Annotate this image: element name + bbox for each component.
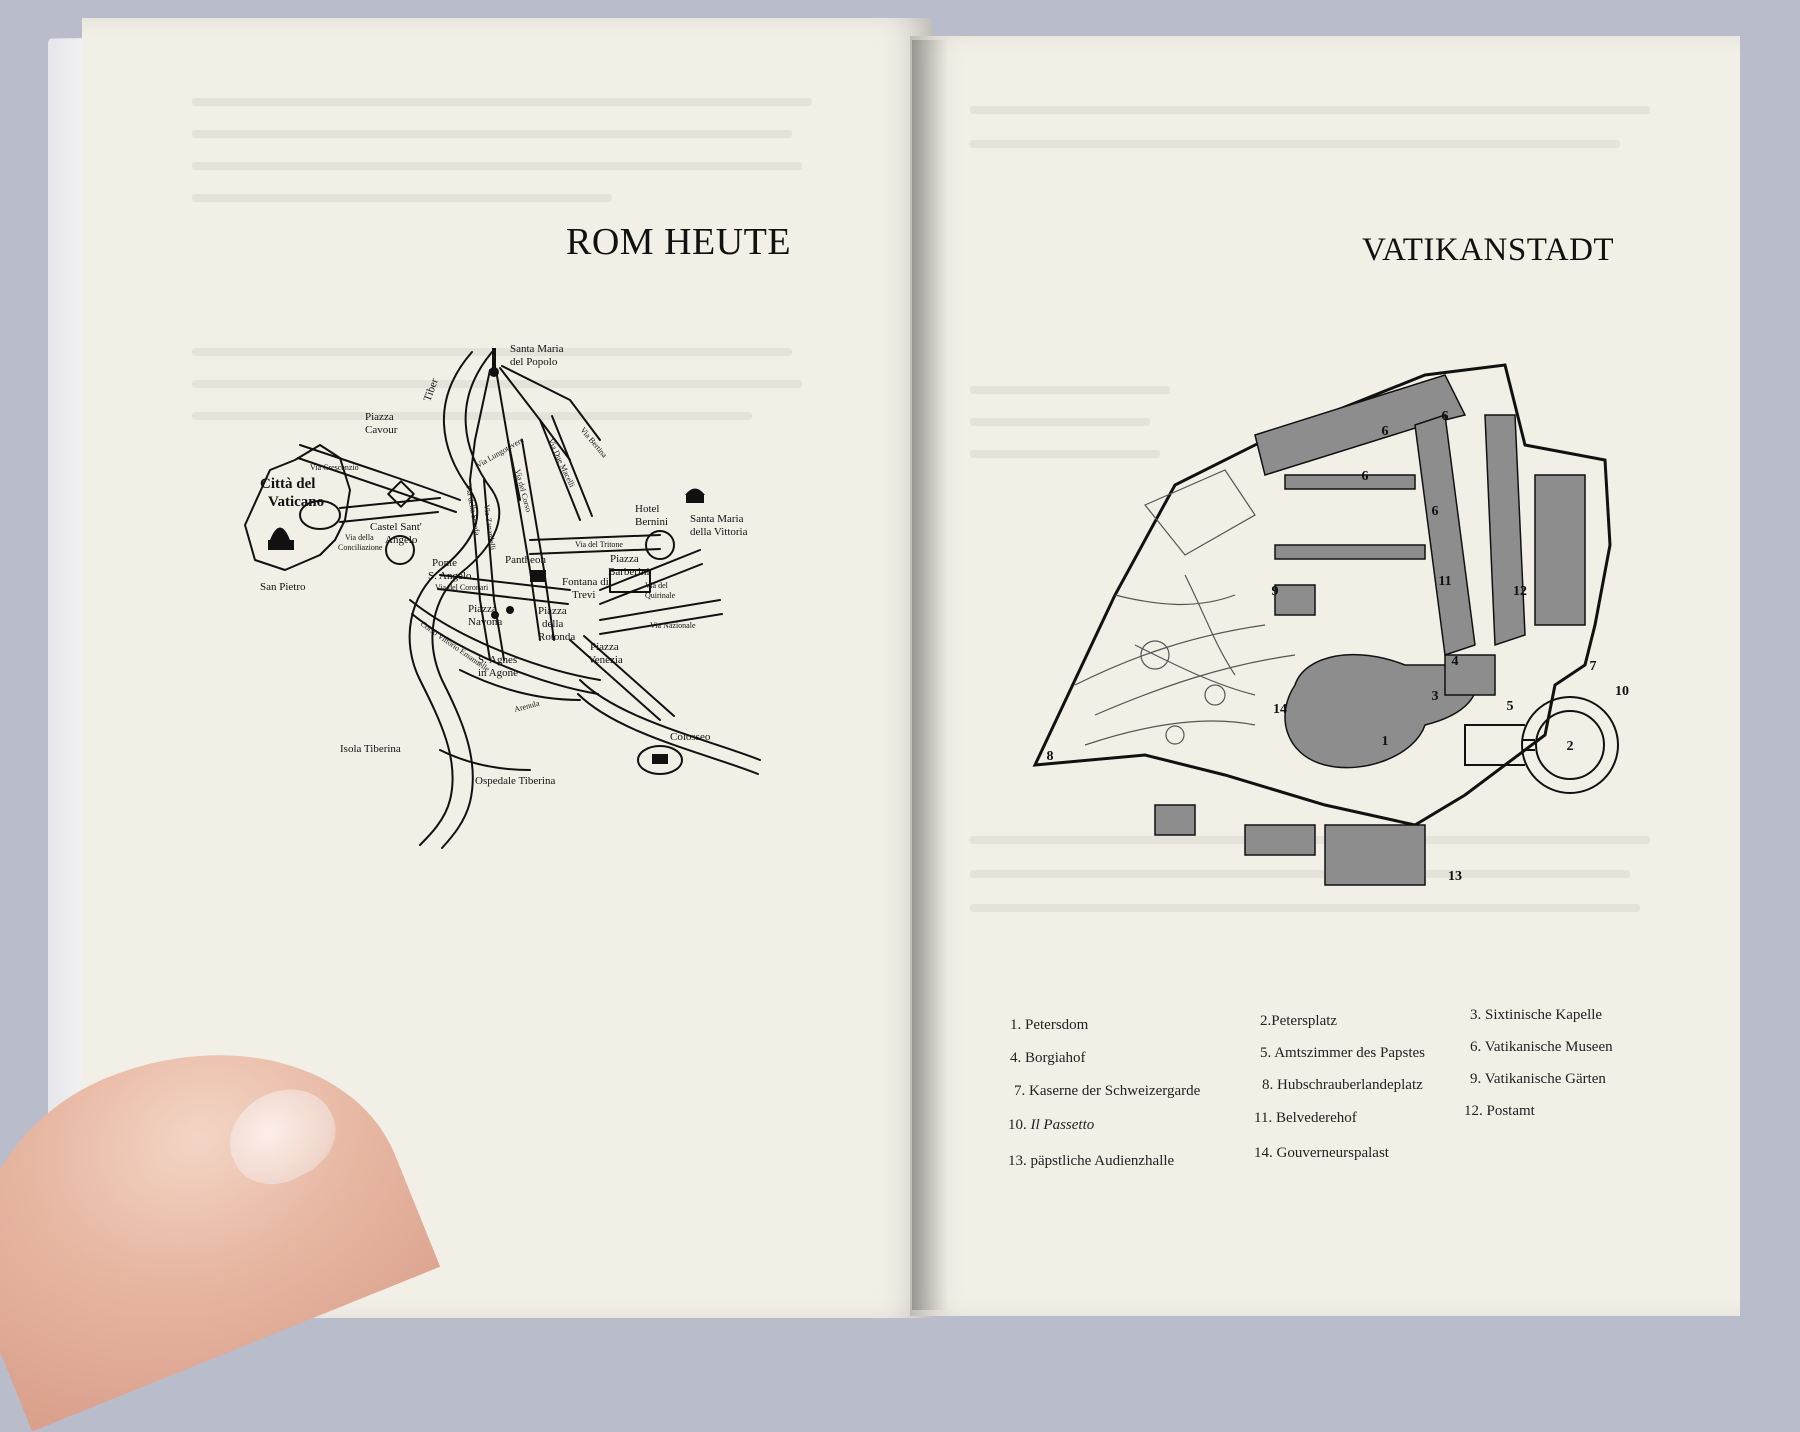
map-number-2: 2: [1567, 739, 1574, 754]
label-citta-vaticano-1: Città del: [260, 476, 315, 492]
label-via-conciliazione-1: Via della: [345, 533, 374, 542]
show-through-text: [192, 130, 792, 138]
show-through-text: [970, 418, 1150, 426]
label-piazza-navona-1: Piazza: [468, 603, 497, 615]
show-through-text: [192, 98, 812, 106]
map-number-6b: 6: [1442, 409, 1449, 424]
show-through-text: [192, 412, 752, 420]
label-ponte-angelo-2: S. Angelo: [428, 570, 472, 582]
label-via-due-macelli: Via Due Macelli: [546, 437, 577, 489]
book-gutter-shadow: [912, 40, 948, 1310]
map-number-14: 14: [1273, 702, 1287, 717]
label-via-zanardelli: Via Zanardelli: [482, 504, 497, 552]
show-through-text: [970, 450, 1160, 458]
legend-item: 2.Petersplatz: [1260, 1013, 1338, 1029]
show-through-text: [970, 904, 1640, 912]
label-via-tritone: Via del Tritone: [575, 540, 623, 549]
map-number-5: 5: [1507, 699, 1514, 714]
label-piazza-rotonda-2: della: [542, 618, 563, 630]
label-piazza-venezia-2: Venezia: [588, 654, 623, 666]
label-fontana-trevi-2: Trevi: [572, 589, 595, 601]
map-number-6a: 6: [1382, 424, 1389, 439]
label-pantheon: Pantheon: [505, 554, 546, 566]
label-via-nazionale: Via Nazionale: [650, 621, 696, 630]
map-number-13: 13: [1448, 869, 1462, 884]
show-through-text: [970, 870, 1630, 878]
show-through-text: [192, 380, 802, 388]
legend-item: 12. Postamt: [1464, 1103, 1535, 1119]
label-via-crescenzio: Via Crescenzio: [310, 463, 359, 472]
label-castel-angelo-2: Angelo: [385, 534, 418, 546]
map-number-8: 8: [1047, 749, 1054, 764]
map-title-vatikanstadt: VATIKANSTADT: [1362, 232, 1615, 268]
legend-item: 11. Belvederehof: [1254, 1110, 1357, 1126]
label-piazza-rotonda-3: Rotonda: [538, 631, 575, 643]
label-colosseo: Colosseo: [670, 731, 711, 743]
show-through-text: [192, 194, 612, 202]
map-number-6d: 6: [1432, 504, 1439, 519]
label-isola-tiberina: Isola Tiberina: [340, 743, 401, 755]
map-number-12: 12: [1513, 584, 1527, 599]
vatican-map-legend: 1. Petersdom 2.Petersplatz 3. Sixtinisch…: [1008, 1005, 1670, 1185]
label-via-coronari: Via del Coronari: [435, 583, 489, 592]
map-number-6c: 6: [1362, 469, 1369, 484]
legend-item: 3. Sixtinische Kapelle: [1470, 1007, 1603, 1023]
show-through-text: [192, 162, 802, 170]
label-citta-vaticano-2: Vaticano: [268, 494, 324, 510]
legend-item: 4. Borgiahof: [1010, 1050, 1086, 1066]
label-via-conciliazione-2: Conciliazione: [338, 543, 383, 552]
label-s-agnes-1: S. Agnes: [478, 654, 517, 666]
label-santa-maria-popolo-1: Santa Maria: [510, 343, 564, 355]
legend-item: 10. Il Passetto: [1008, 1117, 1095, 1133]
label-piazza-rotonda-1: Piazza: [538, 605, 567, 617]
legend-item: 14. Gouverneurspalast: [1254, 1145, 1389, 1161]
vatican-city-map: 1 2 3 4 5 6 6 6 6 7 8 9 10 11 12 13 14: [1032, 363, 1629, 886]
label-san-pietro: San Pietro: [260, 581, 306, 593]
legend-item: 6. Vatikanische Museen: [1470, 1039, 1613, 1055]
show-through-text: [970, 386, 1170, 394]
show-through-text: [970, 106, 1650, 114]
label-ospedale-tiberina: Ospedale Tiberina: [475, 775, 555, 787]
label-arenula: Arenula: [513, 698, 541, 713]
rome-map: Santa Maria del Popolo Tiber Piazza Cavo…: [244, 343, 761, 849]
label-santa-maria-vittoria-1: Santa Maria: [690, 513, 744, 525]
label-piazza-venezia-1: Piazza: [590, 641, 619, 653]
label-piazza-navona-2: Navona: [468, 616, 502, 628]
label-piazza-barberini-1: Piazza: [610, 553, 639, 565]
legend-item: 9. Vatikanische Gärten: [1470, 1071, 1606, 1087]
map-number-1: 1: [1382, 734, 1389, 749]
map-number-4: 4: [1452, 654, 1459, 669]
legend-item: 1. Petersdom: [1010, 1017, 1089, 1033]
label-via-quirinale-1: Via del: [645, 581, 669, 590]
show-through-text: [970, 140, 1620, 148]
map-number-10: 10: [1615, 684, 1629, 699]
legend-item: 7. Kaserne der Schweizergarde: [1014, 1083, 1201, 1099]
map-number-9: 9: [1272, 584, 1279, 599]
label-piazza-barberini-2: Barberini: [608, 566, 650, 578]
label-piazza-cavour-1: Piazza: [365, 411, 394, 423]
label-via-lungotevere: Via Lungotevere: [475, 435, 526, 470]
label-ponte-angelo-1: Ponte: [432, 557, 457, 569]
map-number-7: 7: [1590, 659, 1597, 674]
label-via-scrofa: Via della Scrofa: [464, 484, 482, 537]
map-number-11: 11: [1438, 574, 1451, 589]
label-santa-maria-popolo-2: del Popolo: [510, 356, 558, 368]
legend-item: 13. päpstliche Audienzhalle: [1008, 1153, 1175, 1169]
label-castel-angelo-1: Castel Sant': [370, 521, 422, 533]
label-hotel-bernini-1: Hotel: [635, 503, 659, 515]
legend-item: 5. Amtszimmer des Papstes: [1260, 1045, 1426, 1061]
map-number-3: 3: [1432, 689, 1439, 704]
label-santa-maria-vittoria-2: della Vittoria: [690, 526, 748, 538]
label-piazza-cavour-2: Cavour: [365, 424, 398, 436]
label-via-quirinale-2: Quirinale: [645, 591, 676, 600]
label-s-agnes-2: in Agone: [478, 667, 518, 679]
legend-item: 8. Hubschrauberlandeplatz: [1262, 1077, 1423, 1093]
label-tiber: Tiber: [422, 377, 441, 403]
map-title-rom-heute: ROM HEUTE: [566, 221, 792, 263]
label-hotel-bernini-2: Bernini: [635, 516, 668, 528]
label-fontana-trevi-1: Fontana di: [562, 576, 609, 588]
